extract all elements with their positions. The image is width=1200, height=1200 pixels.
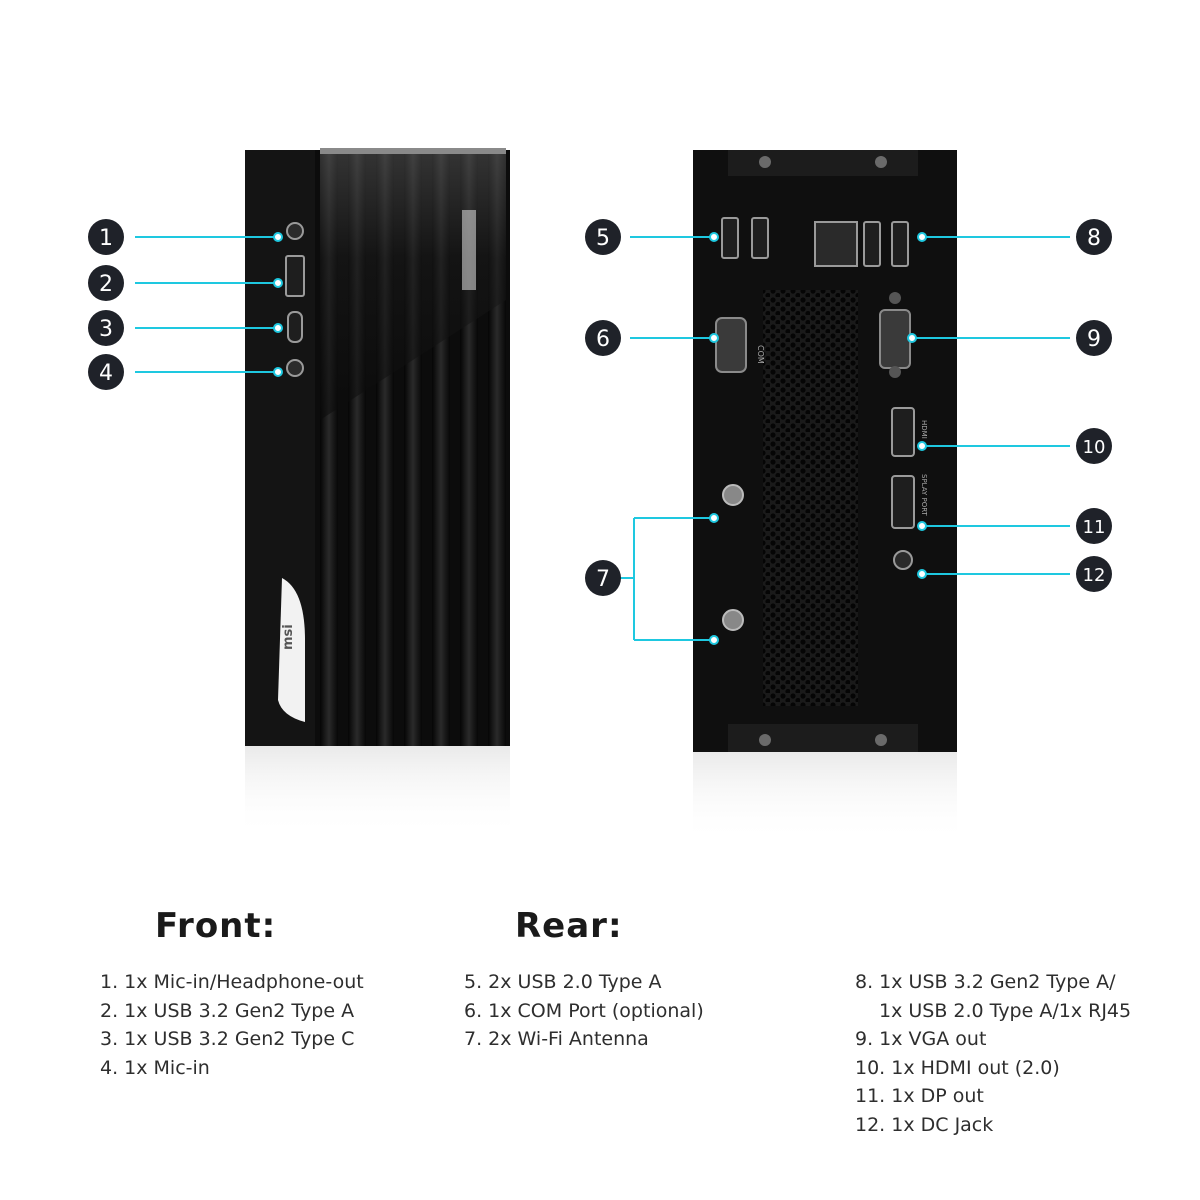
callout-10: 10 [1076, 428, 1112, 464]
callout-3: 3 [88, 310, 124, 346]
rear-chassis: COM HDMI SPLAY PORT [693, 150, 957, 842]
list-item: 1. 1x Mic-in/Headphone-out [100, 971, 364, 993]
dc-jack [893, 550, 913, 570]
front-fins [320, 148, 506, 746]
svg-text:10: 10 [1083, 437, 1106, 458]
svg-text:8: 8 [1087, 226, 1101, 251]
list-item: 8. 1x USB 3.2 Gen2 Type A/ [855, 971, 1116, 993]
usb3-port-2 [891, 221, 909, 267]
hdmi-label: HDMI [920, 420, 928, 439]
callout-4: 4 [88, 354, 124, 390]
rear-port-list-left: 5. 2x USB 2.0 Type A 6. 1x COM Port (opt… [464, 968, 704, 1054]
audio-jack-front-2 [286, 359, 304, 377]
list-item: 2. 1x USB 3.2 Gen2 Type A [100, 999, 355, 1022]
callout-11: 11 [1076, 508, 1112, 544]
vent-grille [763, 290, 858, 706]
rj45-port [814, 221, 858, 267]
leader-lines [135, 236, 1070, 641]
svg-text:7: 7 [596, 567, 610, 592]
svg-text:1: 1 [99, 226, 113, 251]
usb2-port-1 [721, 217, 739, 259]
list-item: 10. 1x HDMI out (2.0) [855, 1056, 1060, 1079]
svg-text:4: 4 [99, 361, 113, 386]
front-chassis: msi [245, 148, 510, 836]
wifi-antenna-2 [722, 609, 744, 631]
com-port [715, 317, 747, 373]
callout-9: 9 [1076, 320, 1112, 356]
svg-text:3: 3 [99, 317, 113, 342]
msi-badge: msi [278, 578, 305, 722]
com-label: COM [756, 345, 765, 364]
rear-heading: Rear: [515, 906, 623, 946]
rear-top-bracket [728, 150, 918, 176]
callout-5: 5 [585, 219, 621, 255]
front-port-list: 1. 1x Mic-in/Headphone-out 2. 1x USB 3.2… [100, 968, 364, 1082]
usb2-port-2 [751, 217, 769, 259]
list-item: 1x USB 2.0 Type A/1x RJ45 [879, 999, 1132, 1022]
svg-text:9: 9 [1087, 327, 1101, 352]
rear-reflection [693, 752, 957, 842]
audio-jack-front-1 [286, 222, 304, 240]
list-item: 4. 1x Mic-in [100, 1056, 210, 1079]
leader-endpoints [273, 232, 927, 645]
list-item: 7. 2x Wi-Fi Antenna [464, 1028, 649, 1050]
callout-6: 6 [585, 320, 621, 356]
svg-text:12: 12 [1083, 565, 1106, 586]
list-item: 6. 1x COM Port (optional) [464, 999, 704, 1022]
wifi-antenna-1 [722, 484, 744, 506]
svg-text:5: 5 [596, 226, 610, 251]
rear-bottom-bracket [728, 724, 918, 752]
front-heading: Front: [155, 906, 277, 946]
callout-7: 7 [585, 560, 621, 596]
hdmi-port [891, 407, 915, 457]
callout-12: 12 [1076, 556, 1112, 592]
vga-port [879, 309, 911, 369]
callout-1: 1 [88, 219, 124, 255]
usb-c-front [287, 311, 303, 343]
front-reflection [245, 746, 510, 836]
displayport-label: SPLAY PORT [920, 474, 928, 517]
callout-2: 2 [88, 265, 124, 301]
svg-text:11: 11 [1083, 517, 1106, 538]
usb3-port-1 [863, 221, 881, 267]
list-item: 11. 1x DP out [855, 1085, 984, 1107]
displayport-port [891, 475, 915, 529]
rear-port-list-right: 8. 1x USB 3.2 Gen2 Type A/ 1x USB 2.0 Ty… [855, 968, 1131, 1139]
usb-a-front [285, 255, 305, 297]
svg-text:2: 2 [99, 272, 113, 297]
list-item: 12. 1x DC Jack [855, 1113, 994, 1136]
svg-text:6: 6 [596, 327, 610, 352]
callout-badges: 1 2 3 4 5 6 7 8 9 10 11 12 [88, 219, 1112, 596]
callout-8: 8 [1076, 219, 1112, 255]
list-item: 5. 2x USB 2.0 Type A [464, 971, 662, 993]
list-item: 9. 1x VGA out [855, 1028, 987, 1050]
logo-text: msi [281, 624, 296, 650]
list-item: 3. 1x USB 3.2 Gen2 Type C [100, 1028, 355, 1050]
